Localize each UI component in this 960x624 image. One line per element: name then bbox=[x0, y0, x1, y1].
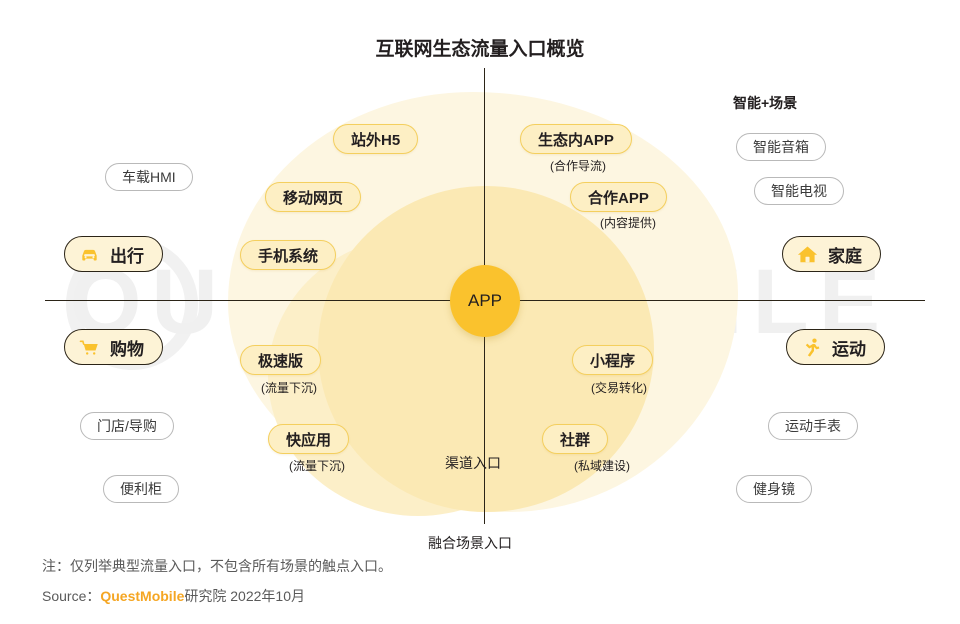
entry-sub-community: (私域建设) bbox=[574, 459, 630, 473]
scenario-pill-home[interactable]: 家庭 bbox=[782, 236, 881, 272]
entry-sub-quick-app: (流量下沉) bbox=[289, 459, 345, 473]
entry-sub-partner-app: (内容提供) bbox=[600, 216, 656, 230]
entry-pill-ecosystem-app[interactable]: 生态内APP bbox=[520, 124, 632, 154]
touchpoint-pill-sports-watch[interactable]: 运动手表 bbox=[768, 412, 858, 440]
footer-source-prefix: Source： bbox=[42, 588, 101, 604]
house-icon bbox=[796, 243, 819, 266]
runner-icon bbox=[800, 336, 823, 359]
scenario-label-shopping: 购物 bbox=[110, 339, 144, 359]
entry-sub-lite-version: (流量下沉) bbox=[261, 381, 317, 395]
entry-pill-mini-program[interactable]: 小程序 bbox=[572, 345, 654, 375]
footer-source-brand: QuestMobile bbox=[100, 588, 185, 604]
touchpoint-pill-car-hmi[interactable]: 车载HMI bbox=[105, 163, 193, 191]
cart-icon bbox=[78, 336, 101, 359]
touchpoint-pill-smart-speaker[interactable]: 智能音箱 bbox=[736, 133, 826, 161]
footer-source: Source：QuestMobile研究院 2022年10月 bbox=[42, 586, 922, 606]
scenario-label-home: 家庭 bbox=[828, 246, 862, 266]
footer-source-suffix: 研究院 2022年10月 bbox=[184, 588, 305, 604]
scenario-pill-travel[interactable]: 出行 bbox=[64, 236, 163, 272]
entry-pill-partner-app[interactable]: 合作APP bbox=[570, 182, 667, 212]
touchpoint-pill-store-guide[interactable]: 门店/导购 bbox=[80, 412, 174, 440]
scenario-pill-sports[interactable]: 运动 bbox=[786, 329, 885, 365]
touchpoint-pill-convenience-locker[interactable]: 便利柜 bbox=[103, 475, 179, 503]
center-node-app[interactable]: APP bbox=[450, 265, 520, 337]
touchpoint-pill-fitness-mirror[interactable]: 健身镜 bbox=[736, 475, 812, 503]
axis-label-channel: 渠道入口 bbox=[445, 455, 501, 471]
scenario-label-sports: 运动 bbox=[832, 339, 866, 359]
entry-pill-quick-app[interactable]: 快应用 bbox=[268, 424, 350, 454]
touchpoint-pill-smart-tv[interactable]: 智能电视 bbox=[754, 177, 844, 205]
entry-pill-mobile-web[interactable]: 移动网页 bbox=[265, 182, 362, 212]
page-title: 互联网生态流量入口概览 bbox=[375, 39, 585, 60]
entry-pill-phone-os[interactable]: 手机系统 bbox=[240, 240, 337, 270]
entry-pill-lite-version[interactable]: 极速版 bbox=[240, 345, 322, 375]
scenario-pill-shopping[interactable]: 购物 bbox=[64, 329, 163, 365]
entry-pill-community[interactable]: 社群 bbox=[542, 424, 609, 454]
right-group-title: 智能+场景 bbox=[733, 95, 798, 111]
axis-label-fusion: 融合场景入口 bbox=[428, 535, 512, 551]
car-icon bbox=[78, 243, 101, 266]
scenario-label-travel: 出行 bbox=[110, 246, 144, 266]
entry-sub-mini-program: (交易转化) bbox=[591, 381, 647, 395]
footer-note: 注：仅列举典型流量入口，不包含所有场景的触点入口。 bbox=[42, 558, 392, 574]
entry-pill-h5[interactable]: 站外H5 bbox=[333, 124, 419, 154]
entry-sub-ecosystem-app: (合作导流) bbox=[550, 159, 606, 173]
